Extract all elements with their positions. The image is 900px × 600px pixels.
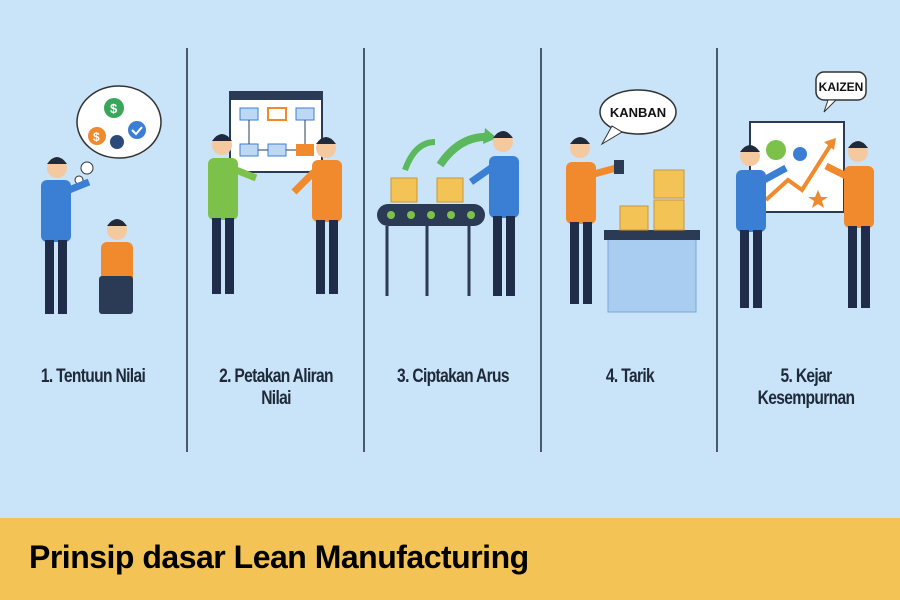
person-blue bbox=[736, 145, 788, 308]
scanner-icon bbox=[614, 160, 624, 174]
person-orange bbox=[566, 137, 624, 304]
arrow-icon bbox=[436, 132, 491, 168]
person-blue bbox=[468, 131, 519, 296]
box-icon bbox=[653, 199, 685, 231]
person-green bbox=[208, 134, 258, 294]
divider bbox=[716, 48, 718, 452]
thought-bubble: $ $ bbox=[74, 85, 162, 185]
illustration-pursue-perfection: KAIZEN bbox=[736, 71, 874, 308]
svg-text:$: $ bbox=[93, 130, 100, 144]
person-standing bbox=[41, 157, 91, 314]
laptop-icon bbox=[99, 276, 133, 314]
gear-icon bbox=[793, 147, 807, 161]
illustration-create-flow bbox=[377, 128, 519, 296]
dollar-icon bbox=[104, 98, 124, 118]
person-orange bbox=[824, 141, 874, 308]
box-icon bbox=[436, 177, 464, 203]
divider bbox=[363, 48, 365, 452]
conveyor-belt bbox=[377, 204, 485, 296]
arrow-icon bbox=[402, 139, 436, 172]
shelf bbox=[607, 237, 697, 313]
footer-banner: Prinsip dasar Lean Manufacturing bbox=[0, 518, 900, 600]
box-icon bbox=[619, 205, 649, 231]
kanban-bubble-text: KANBAN bbox=[610, 105, 666, 120]
gear-icon bbox=[110, 135, 124, 149]
gear-icon bbox=[766, 140, 786, 160]
star-icon bbox=[808, 190, 828, 208]
trend-arrow-icon bbox=[764, 144, 832, 202]
whiteboard bbox=[229, 91, 323, 173]
box-icon bbox=[390, 177, 418, 203]
step-label-2: 2. Petakan Aliran Nilai bbox=[219, 366, 333, 409]
kaizen-bubble-text: KAIZEN bbox=[819, 80, 864, 94]
speech-bubble: KAIZEN bbox=[815, 71, 867, 113]
illustration-value-stream-map bbox=[208, 91, 342, 294]
check-icon bbox=[128, 121, 146, 139]
box-icon bbox=[653, 169, 685, 199]
step-label-3: 3. Ciptakan Arus bbox=[397, 366, 510, 387]
step-label-1: 1. Tentuun Nilai bbox=[40, 366, 146, 387]
illustration-define-value: $ $ bbox=[41, 85, 162, 314]
dollar-icon bbox=[88, 127, 106, 145]
footer-title: Prinsip dasar Lean Manufacturing bbox=[29, 539, 529, 575]
speech-bubble: KANBAN bbox=[599, 89, 677, 146]
person-orange bbox=[291, 137, 342, 294]
divider bbox=[186, 48, 188, 452]
svg-text:$: $ bbox=[110, 101, 118, 116]
illustration-pull: KANBAN bbox=[566, 89, 700, 313]
person-at-laptop bbox=[99, 219, 133, 314]
divider bbox=[540, 48, 542, 452]
step-label-5: 5. Kejar Kesempurnan bbox=[757, 366, 855, 409]
step-label-4: 4. Tarik bbox=[605, 366, 655, 387]
